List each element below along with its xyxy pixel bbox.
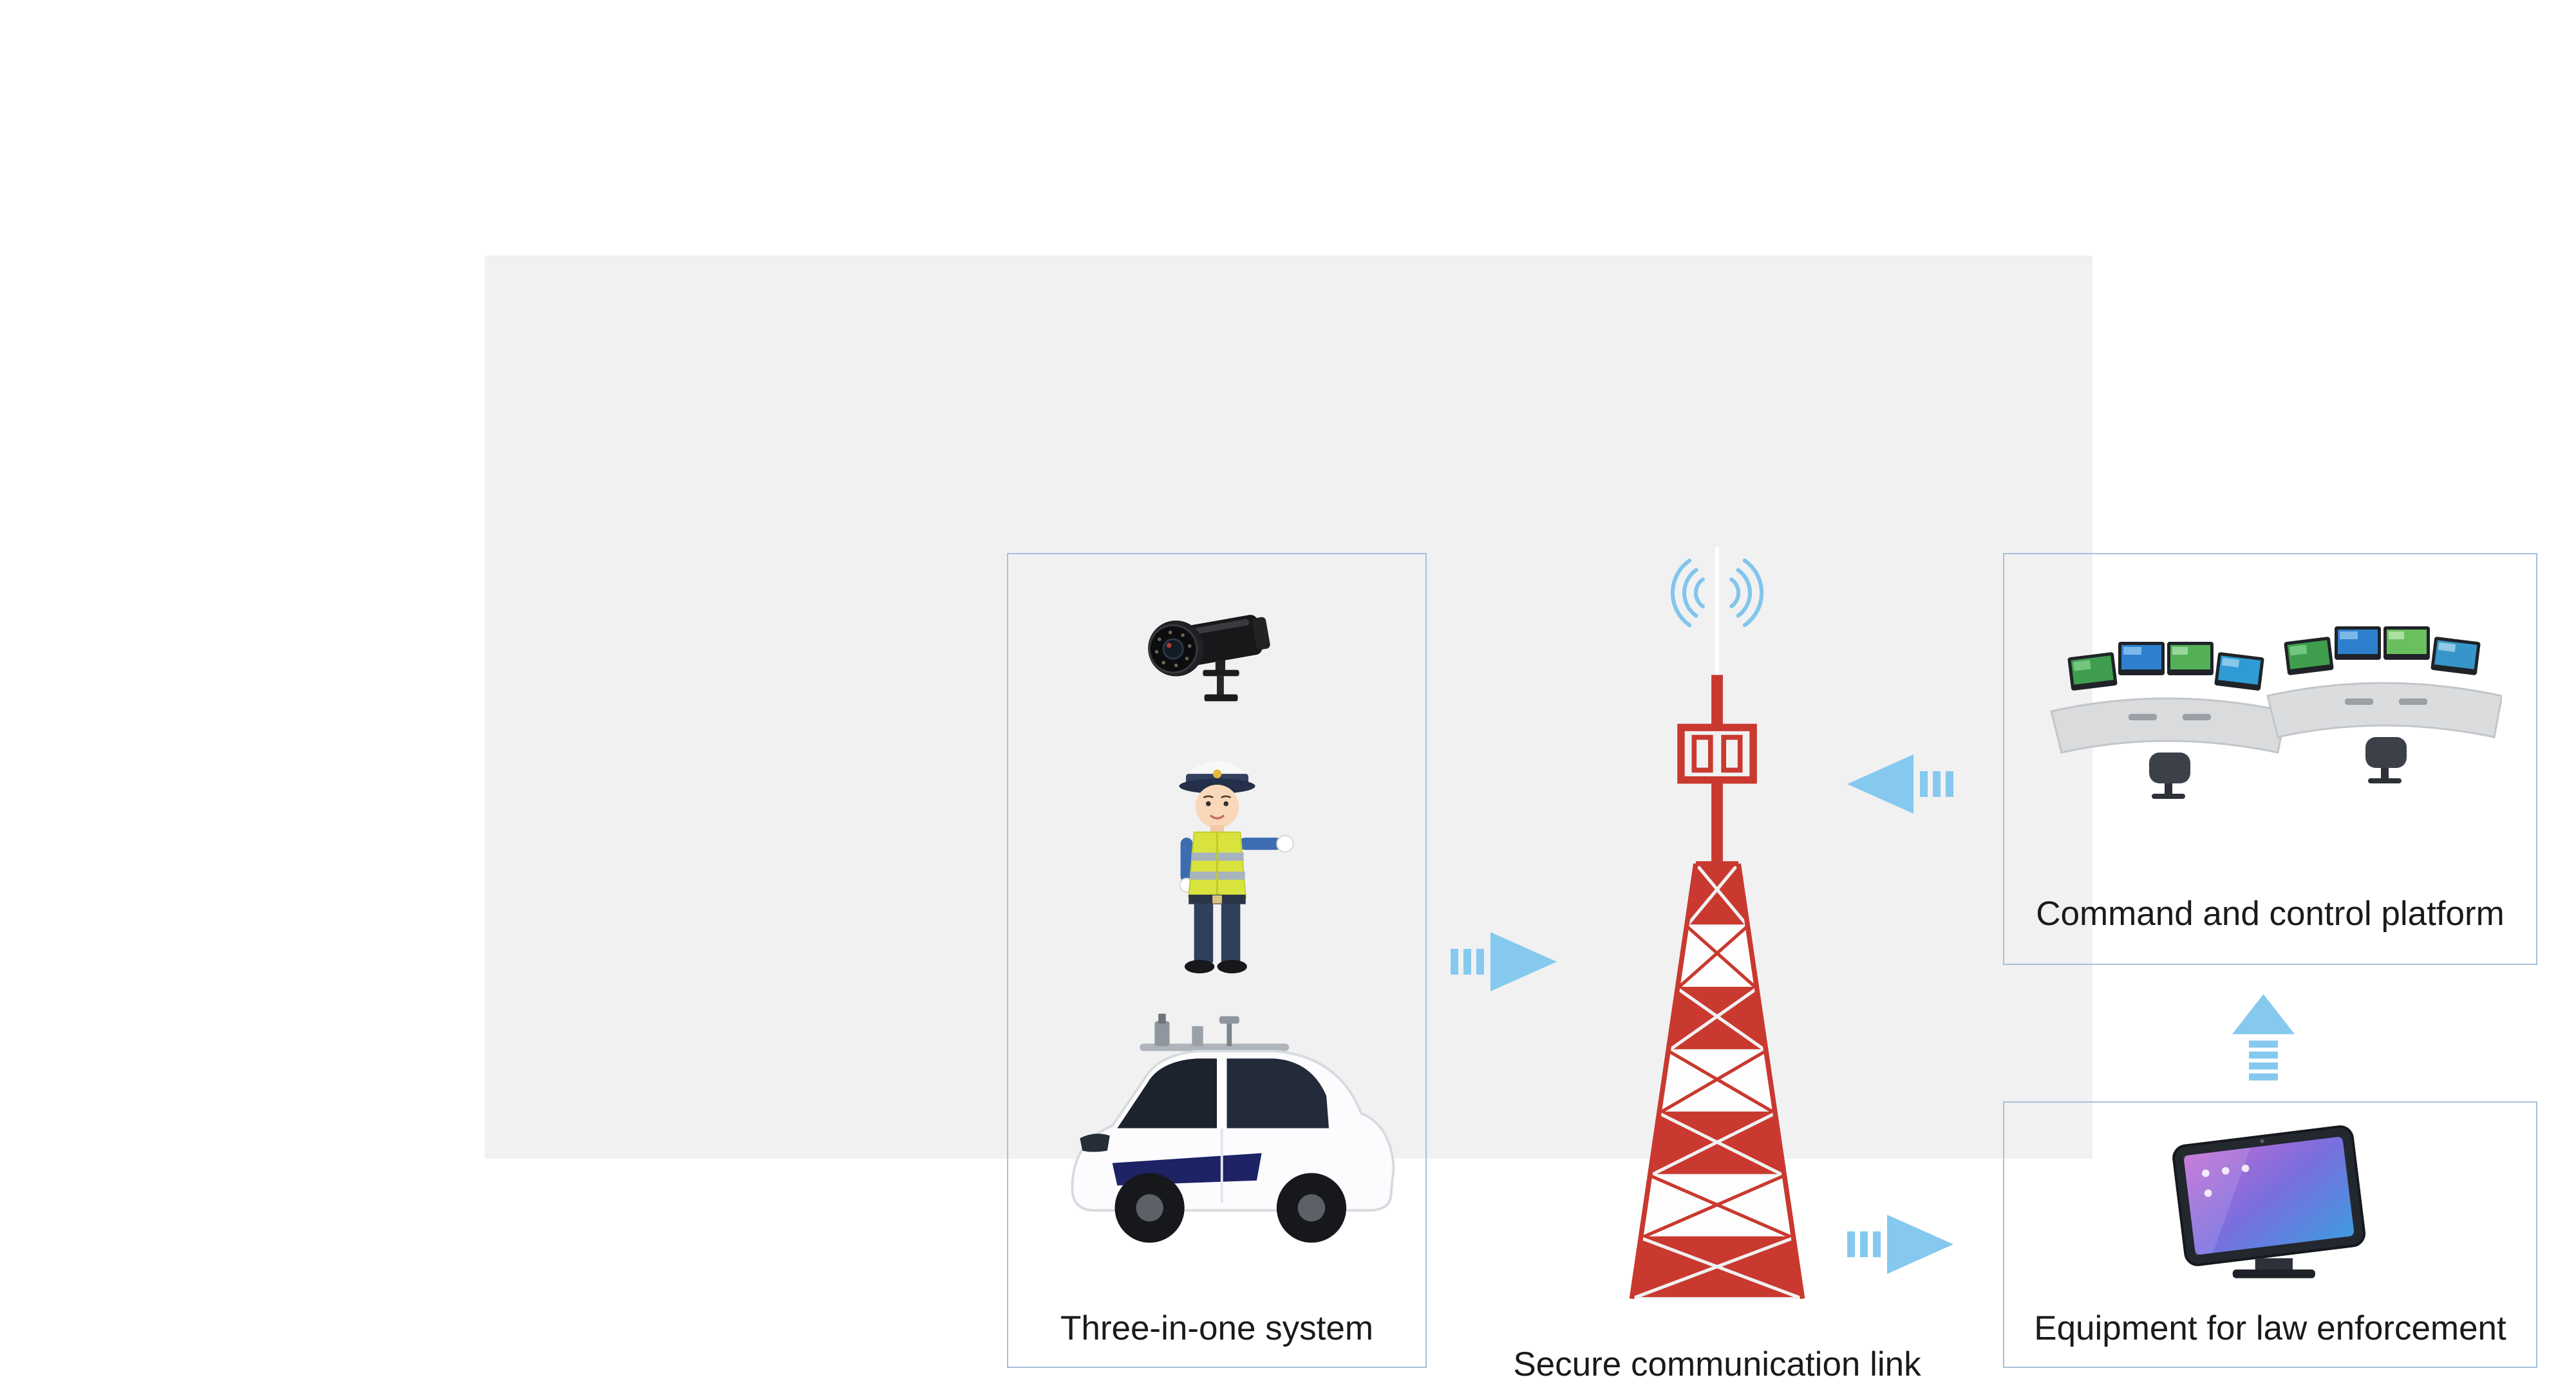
patrol-vehicle-icon [1071, 1013, 1395, 1243]
arrow-three-in-one-to-tower [1451, 932, 1557, 991]
arrow-platform-to-tower [1847, 754, 1953, 814]
radio-waves-icon [1670, 558, 1764, 628]
law-enforcement-equipment-label: Equipment for law enforcement [2034, 1309, 2506, 1347]
control-room-consoles-icon [2050, 626, 2502, 799]
traffic-police-officer-icon [1178, 761, 1294, 974]
three-in-one-system-label: Three-in-one system [1060, 1309, 1373, 1347]
law-enforcement-tablet-icon [2172, 1125, 2366, 1278]
node-command-control-platform: Command and control platform [2003, 553, 2537, 965]
node-law-enforcement-equipment: Equipment for law enforcement [2003, 1101, 2537, 1368]
node-three-in-one-system: Three-in-one system [1007, 553, 1427, 1368]
radio-tower-icon [1629, 547, 1805, 1299]
secure-communication-link-label: Secure communication link [1513, 1345, 1921, 1383]
cctv-camera-icon [1148, 615, 1270, 702]
arrow-tower-to-equipment [1847, 1215, 1953, 1274]
arrow-equipment-to-platform [2232, 994, 2295, 1081]
diagram-panel: Three-in-one system [485, 256, 2537, 1383]
command-control-platform-label: Command and control platform [2036, 894, 2505, 933]
diagram-page: { "diagram": { "nodes": { "three_in_one"… [485, 256, 2537, 1383]
